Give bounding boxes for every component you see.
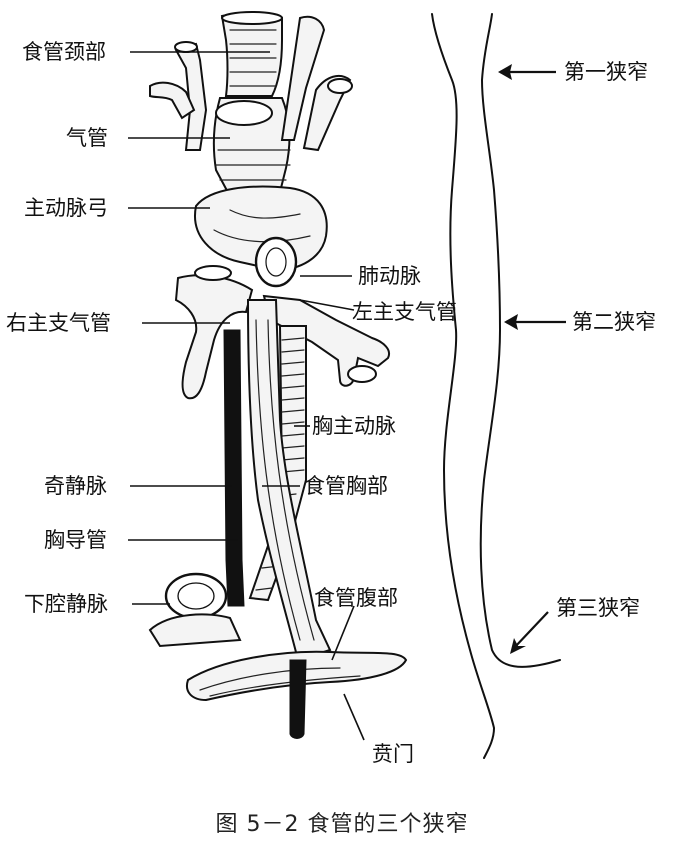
label-esophagus-abdominal: 食管腹部 <box>314 586 398 610</box>
label-thoracic-aorta: 胸主动脉 <box>312 414 396 438</box>
label-thoracic-duct: 胸导管 <box>44 528 107 552</box>
arrowhead-first <box>498 64 512 80</box>
figure-caption: 图 5－2 食管的三个狭窄 <box>215 812 469 837</box>
label-trachea: 气管 <box>66 126 108 150</box>
constriction-outline <box>431 13 561 759</box>
neck-vessels-right <box>280 15 353 152</box>
diaphragm-drawing <box>186 650 408 739</box>
ivc-drawing <box>148 572 242 648</box>
esophagus-tube-drawing <box>246 299 332 662</box>
label-left-main-bronchus: 左主支气管 <box>352 300 457 324</box>
label-inferior-vena-cava: 下腔静脉 <box>24 592 108 616</box>
azygos-vein-drawing <box>223 329 245 607</box>
label-aortic-arch: 主动脉弓 <box>24 196 108 220</box>
arrowhead-second <box>504 314 518 330</box>
left-bronchus-drawing <box>262 294 390 387</box>
label-second-constriction: 第二狭窄 <box>572 310 656 334</box>
label-azygos-vein: 奇静脉 <box>44 474 107 498</box>
label-esophagus-cervical: 食管颈部 <box>22 40 106 64</box>
label-esophagus-thoracic: 食管胸部 <box>304 474 388 498</box>
arrowhead-third <box>510 638 526 654</box>
label-cardia: 贲门 <box>372 742 414 766</box>
label-pulmonary-artery: 肺动脉 <box>358 264 421 288</box>
neck-vessels-left <box>149 41 208 151</box>
trachea-drawing <box>212 11 291 201</box>
leader-lines <box>128 51 365 741</box>
label-right-main-bronchus: 右主支气管 <box>6 311 111 335</box>
label-third-constriction: 第三狭窄 <box>556 596 640 620</box>
right-bronchus-drawing <box>174 265 254 400</box>
constriction-arrows <box>498 64 566 654</box>
label-first-constriction: 第一狭窄 <box>564 60 648 84</box>
arrow-third-constriction <box>513 611 549 649</box>
pulmonary-artery-drawing <box>254 236 298 288</box>
